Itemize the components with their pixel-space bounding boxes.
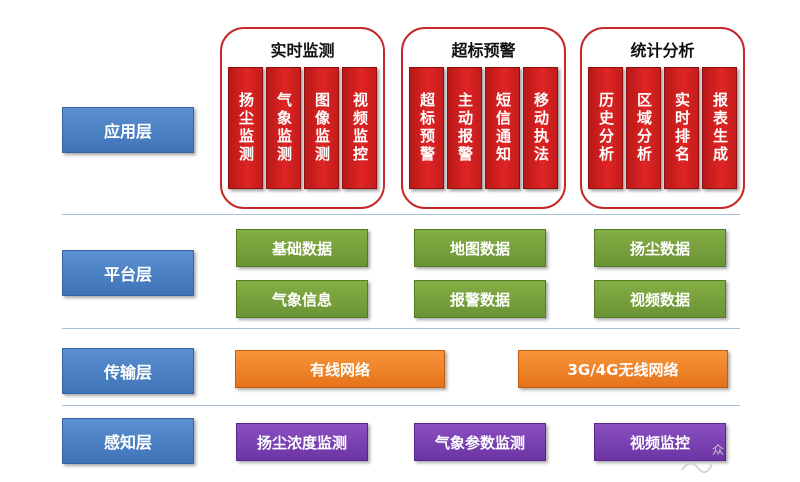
module: 短信通知 [485, 67, 520, 189]
module: 报表生成 [702, 67, 737, 189]
layer-label-application: 应用层 [62, 107, 194, 153]
watermark-logo: 众 [676, 440, 800, 482]
layer-label-perception: 感知层 [62, 418, 194, 464]
platform-item-weather-info: 气象信息 [236, 280, 368, 318]
platform-item-video-data: 视频数据 [594, 280, 726, 318]
module: 视频监控 [342, 67, 377, 189]
layer-label-platform: 平台层 [62, 250, 194, 296]
module: 历史分析 [588, 67, 623, 189]
perception-item-dust-concentration: 扬尘浓度监测 [236, 423, 368, 461]
layer-divider [62, 328, 740, 329]
transport-item-wireless-network: 3G/4G无线网络 [518, 350, 728, 388]
transport-item-wired-network: 有线网络 [235, 350, 445, 388]
layer-divider [62, 405, 740, 406]
module: 气象监测 [266, 67, 301, 189]
module: 区域分析 [626, 67, 661, 189]
module: 超标预警 [409, 67, 444, 189]
app-group-overlimit-warning: 超标预警 超标预警 主动报警 短信通知 移动执法 [401, 27, 566, 209]
platform-item-dust-data: 扬尘数据 [594, 229, 726, 267]
group-title: 实时监测 [270, 41, 335, 60]
watermark-text: 众 [712, 443, 724, 457]
module: 扬尘监测 [228, 67, 263, 189]
group-title: 统计分析 [630, 41, 695, 60]
layer-divider [62, 214, 740, 215]
group-title: 超标预警 [451, 41, 516, 60]
platform-item-basic-data: 基础数据 [236, 229, 368, 267]
layer-label-transport: 传输层 [62, 348, 194, 394]
platform-item-alarm-data: 报警数据 [414, 280, 546, 318]
module: 实时排名 [664, 67, 699, 189]
app-group-realtime-monitoring: 实时监测 扬尘监测 气象监测 图像监测 视频监控 [220, 27, 385, 209]
perception-item-video-monitoring: 视频监控 [594, 423, 726, 461]
module: 主动报警 [447, 67, 482, 189]
platform-item-map-data: 地图数据 [414, 229, 546, 267]
module: 移动执法 [523, 67, 558, 189]
module: 图像监测 [304, 67, 339, 189]
app-group-statistical-analysis: 统计分析 历史分析 区域分析 实时排名 报表生成 [580, 27, 745, 209]
perception-item-weather-params: 气象参数监测 [414, 423, 546, 461]
